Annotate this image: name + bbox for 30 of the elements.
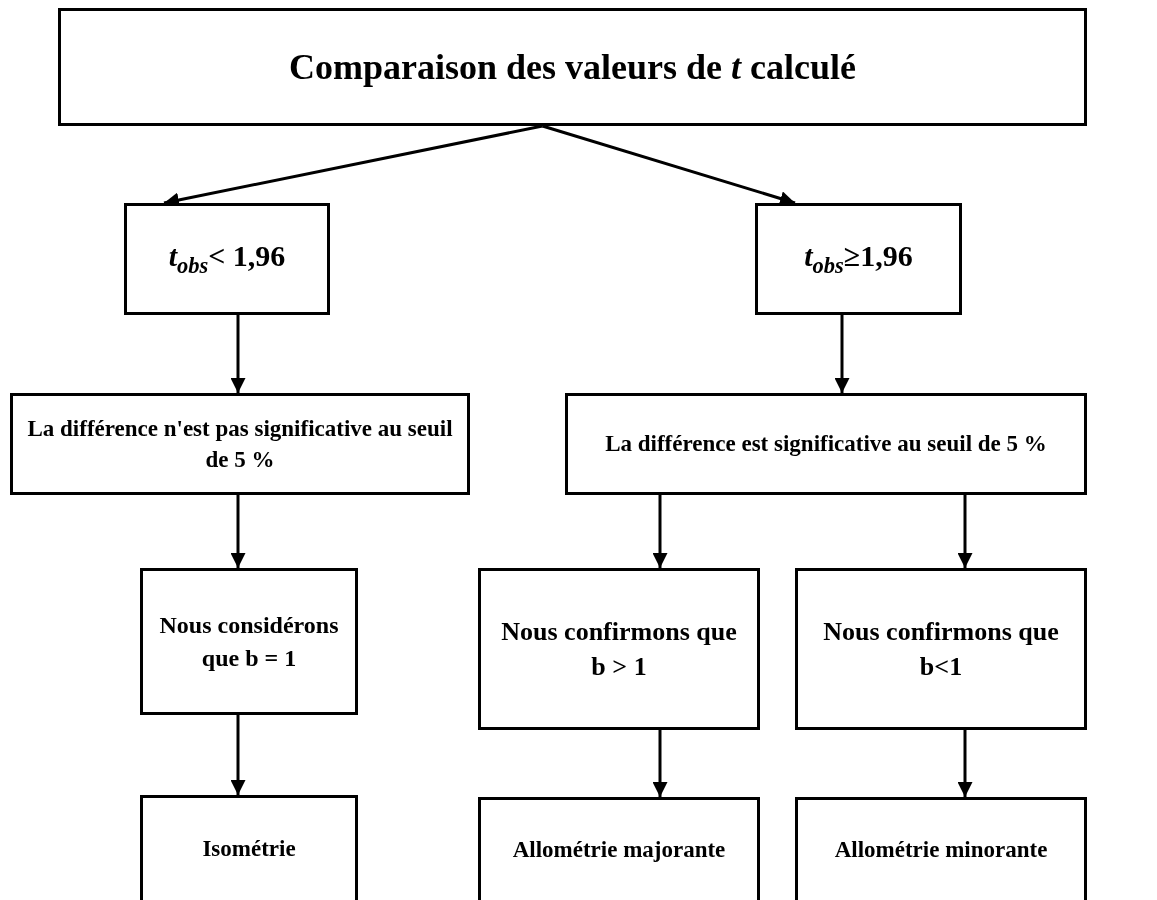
box-label: Allométrie majorante bbox=[512, 836, 726, 865]
process-box bbox=[795, 568, 1087, 730]
arrow bbox=[230, 715, 246, 795]
process-box bbox=[795, 797, 1087, 900]
arrow bbox=[652, 730, 668, 797]
process-box bbox=[58, 8, 1087, 126]
arrow bbox=[230, 495, 246, 568]
process-box bbox=[478, 568, 760, 730]
box-label: Nous confirmons que b<1 bbox=[822, 615, 1060, 683]
box-label: La différence n'est pas significative au seuil de 5 % bbox=[26, 414, 454, 474]
process-box bbox=[140, 795, 358, 900]
box-label: Isométrie bbox=[202, 835, 296, 864]
process-box bbox=[755, 203, 962, 315]
arrow bbox=[230, 315, 246, 393]
process-box bbox=[140, 568, 358, 715]
process-box bbox=[10, 393, 470, 495]
box-label: t$_{obs}$≥1,96 bbox=[804, 238, 913, 281]
arrow bbox=[652, 495, 668, 568]
box-label: Allométrie minorante bbox=[834, 836, 1048, 865]
arrow bbox=[957, 495, 973, 568]
box-label: La différence est significative au seuil de 5 % bbox=[605, 430, 1047, 459]
process-box bbox=[124, 203, 330, 315]
arrow bbox=[834, 315, 850, 393]
box-label: Comparaison des valeurs de t calculé bbox=[289, 45, 856, 89]
box-label: t$_{obs}$< 1,96 bbox=[168, 238, 286, 281]
arrow bbox=[957, 730, 973, 797]
process-box bbox=[478, 797, 760, 900]
box-label: Nous confirmons que b > 1 bbox=[500, 615, 738, 683]
process-box bbox=[565, 393, 1087, 495]
box-label: Nous considérons que b = 1 bbox=[158, 611, 340, 673]
